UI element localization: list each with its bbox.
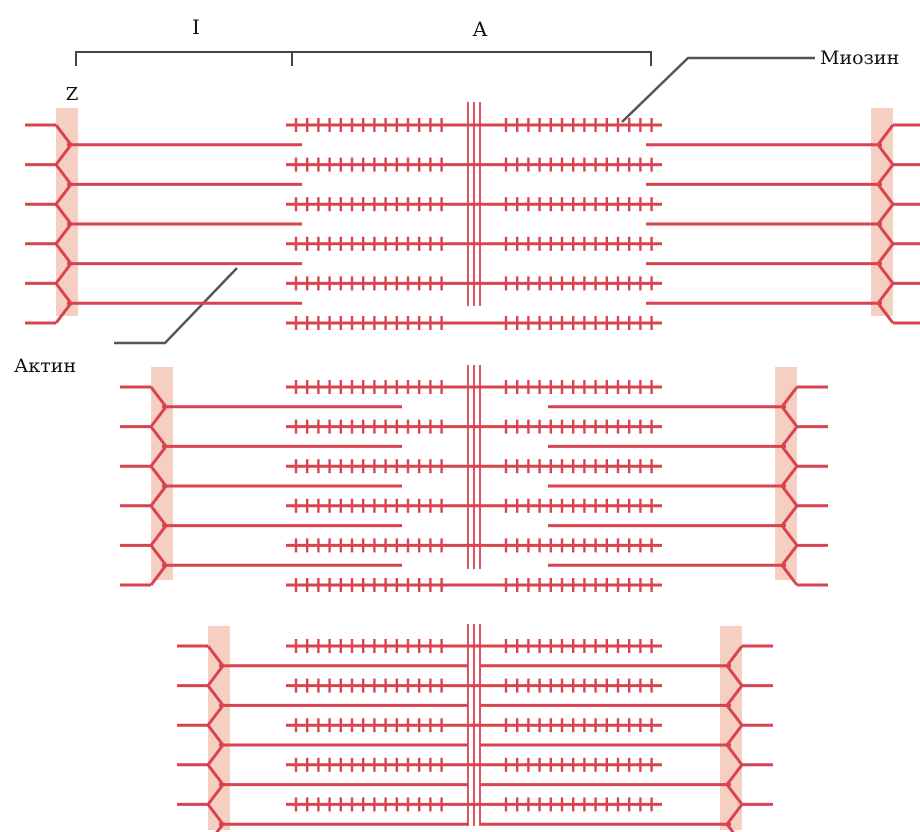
myosin-label: Миозин [820, 47, 899, 69]
sarcomere-panel-contracted [177, 624, 773, 832]
sarcomere-panel-partially-contracted [120, 365, 828, 592]
i-band-label: I [192, 15, 200, 39]
i-band-bracket [76, 52, 292, 66]
sarcomere-panel-relaxed [25, 102, 920, 330]
myosin-leader-line [622, 58, 815, 122]
a-band-label: A [472, 17, 488, 41]
a-band-bracket [292, 52, 651, 66]
z-line-label: Z [66, 84, 79, 105]
actin-label: Актин [14, 355, 76, 377]
actin-leader-line [114, 268, 237, 343]
